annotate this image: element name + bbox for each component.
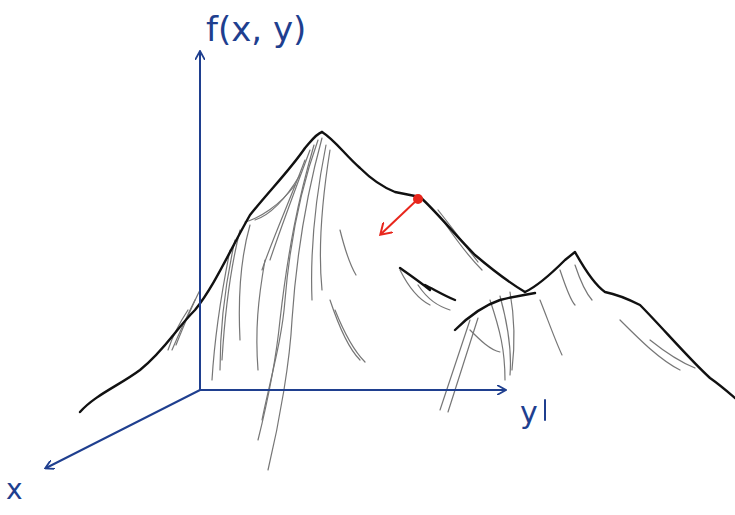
shading	[168, 138, 695, 470]
axis-label: y	[520, 398, 538, 428]
axes	[46, 52, 545, 468]
ridgeline	[80, 132, 735, 412]
direction-arrow	[381, 199, 418, 234]
point-marker	[413, 194, 423, 204]
axis-label: x	[6, 476, 23, 504]
axis-label: f(x, y)	[206, 12, 306, 46]
